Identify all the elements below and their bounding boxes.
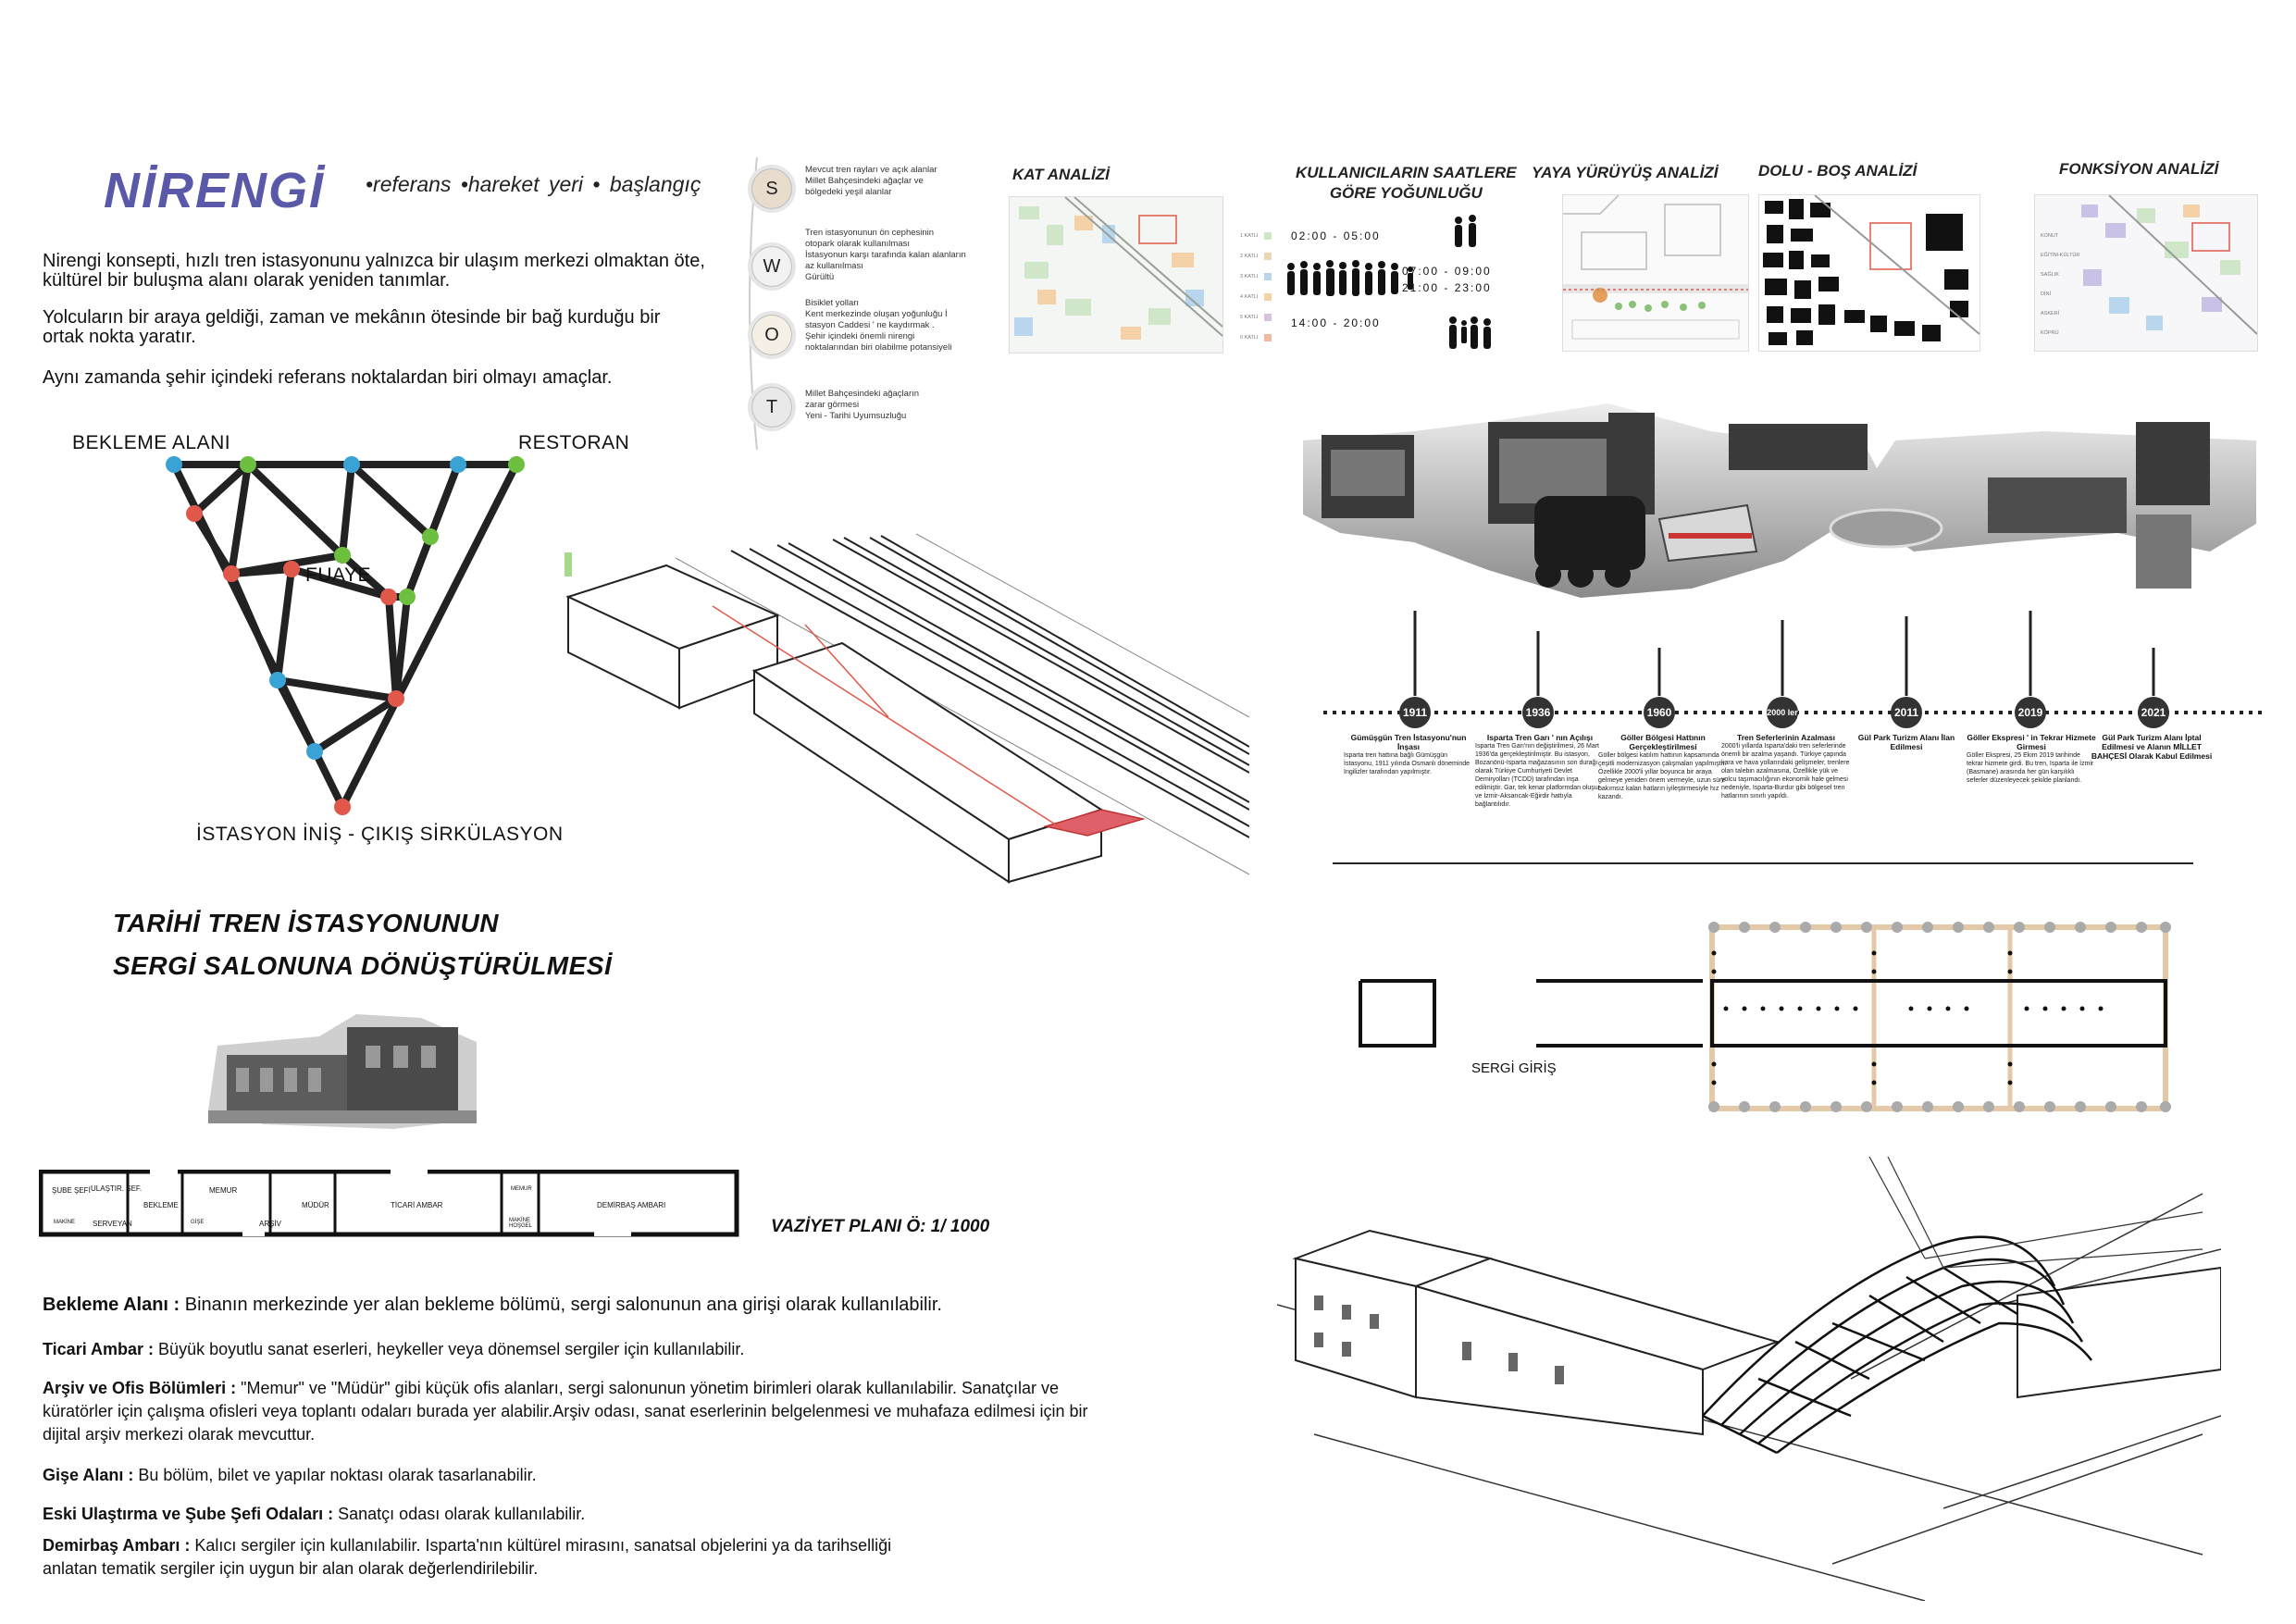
station-isometric-drawing [565,533,1249,884]
plan-room-bekleme: BEKLEME [143,1201,179,1209]
sergi-giris-label: SERGİ GİRİŞ [1471,1060,1557,1076]
section-divider [1333,862,2193,864]
timeline-year-1911: 1911 [1399,697,1431,728]
plan-room-makine-2: MAKİNE HOŞGEL [509,1218,533,1229]
nirengi-title: NİRENGİ [104,163,326,218]
swot-w: W [748,242,796,291]
time-2: 07:00 - 09:00 [1402,265,1492,278]
time-3: 21:00 - 23:00 [1402,281,1492,294]
timeline-year-1960: 1960 [1644,697,1675,728]
desc-gise: Gişe Alanı : Bu bölüm, bilet ve yapılar … [43,1466,537,1484]
plan-room-gise: GİŞE [191,1220,205,1225]
timeline-entry-2021: Gül Park Turizm Alanı İptal Edilmesi ve … [2091,733,2213,761]
desc-arsiv-ofis: Arşiv ve Ofis Bölümleri : "Memur" ve "Mü… [43,1379,1088,1444]
triangle-label-fuaye: FUAYE [305,564,371,586]
desc-ulastirma-sube: Eski Ulaştırma ve Şube Şefi Odaları : Sa… [43,1505,586,1523]
timeline-year-2021: 2021 [2138,697,2169,728]
plan-room-serveyan: SERVEYAN [93,1220,132,1228]
swot-o-circle: O [748,311,796,359]
figure-ground-map [1758,194,1980,352]
triangle-edges [170,461,520,811]
conversion-title-line-1: TARİHİ TREN İSTASYONUNUN [113,909,499,937]
swot-o: O [748,311,796,359]
timeline-entry-2011: Gül Park Turizm Alanı İlan Edilmesi [1857,733,1955,751]
triangle-label-sirkulasyon: İSTASYON İNİŞ - ÇIKIŞ SİRKÜLASYON [196,824,564,845]
plan-room-makine: MAKİNE [54,1220,76,1225]
desc-ticari-ambar: Ticari Ambar : Büyük boyutlu sanat eserl… [43,1340,745,1358]
plan-room-memur: MEMUR [209,1186,238,1195]
swot-w-circle: W [748,242,796,291]
swot-s: S [748,165,796,213]
exhibition-isometric-drawing [1277,1157,2221,1601]
triangle-label-bekleme: BEKLEME ALANI [72,432,231,453]
pedestrian-map-drawing [1563,195,1748,340]
plan-room-ulastirma: ULAŞTIR. ŞEF. [91,1184,143,1193]
proposed-floor-plan [1359,922,2171,1112]
kat-legend-swatches [1264,226,1272,341]
nirengi-paragraph-2: Yolcuların bir araya geldiği, zaman ve m… [43,307,661,347]
timeline-year-2000: 2000 ler [1767,697,1798,728]
swot-s-circle: S [748,165,796,213]
nirengi-paragraph-1: Nirengi konsepti, hızlı tren istasyonunu… [43,251,705,291]
nirengi-paragraph-3: Aynı zamanda şehir içindeki referans nok… [43,367,613,388]
timeline-entry-1960: Göller Bölgesi Hattının Gerçekleştirilme… [1598,733,1727,800]
analysis-title-dolu: DOLU - BOŞ ANALİZİ [1758,162,1917,180]
plan-room-memur-2: MEMUR [511,1186,532,1192]
nirengi-keywords: •referans •hareket yeri • başlangıç [366,172,701,196]
historic-station-photo [208,1014,477,1129]
conversion-title-line-2: SERGİ SALONUNA DÖNÜŞTÜRÜLMESİ [113,951,613,980]
station-photo-collage [1303,403,2256,598]
existing-floor-plan [39,1170,739,1237]
plan-room-sube-sefi: ŞUBE ŞEFİ [52,1186,91,1195]
pedestrian-analysis-map [1562,194,1749,352]
kat-analysis-map [1009,196,1223,353]
people-silhouettes [1287,215,1491,349]
analysis-title-kat: KAT ANALİZİ [1012,166,1110,183]
nirengi-triangle-diagram [166,456,525,815]
timeline-entry-2019: Göller Ekspresi ' in Tekrar Hizmete Girm… [1967,733,2096,784]
kat-map-drawing [1010,197,1222,353]
desc-demirbas: Demirbaş Ambarı : Kalıcı sergiler için k… [43,1536,892,1578]
plan-room-demirbas: DEMİRBAŞ AMBARI [597,1201,666,1209]
figure-ground-drawing [1763,195,1980,345]
swot-t: T [748,383,796,431]
triangle-nodes [166,456,525,815]
desc-bekleme: Bekleme Alanı : Binanın merkezinde yer a… [43,1295,942,1315]
time-1: 02:00 - 05:00 [1291,229,1381,242]
timeline-year-2011: 2011 [1891,697,1922,728]
plan-scale-label: VAZİYET PLANI Ö: 1/ 1000 [771,1217,990,1236]
analysis-title-yaya: YAYA YÜRÜYÜŞ ANALİZİ [1532,164,1719,181]
time-4: 14:00 - 20:00 [1291,316,1381,329]
plan-room-mudur: MÜDÜR [302,1201,329,1209]
timeline-year-1936: 1936 [1522,697,1554,728]
swot-t-circle: T [748,383,796,431]
timeline-year-2019: 2019 [2015,697,2046,728]
plan-room-arsiv: ARŞİV [259,1220,282,1228]
triangle-label-restoran: RESTORAN [518,432,630,453]
function-map-drawing [2081,195,2257,335]
analysis-title-fonksiyon: FONKSİYON ANALİZİ [2059,160,2219,178]
plan-room-ticari-ambar: TİCARİ AMBAR [391,1201,443,1209]
